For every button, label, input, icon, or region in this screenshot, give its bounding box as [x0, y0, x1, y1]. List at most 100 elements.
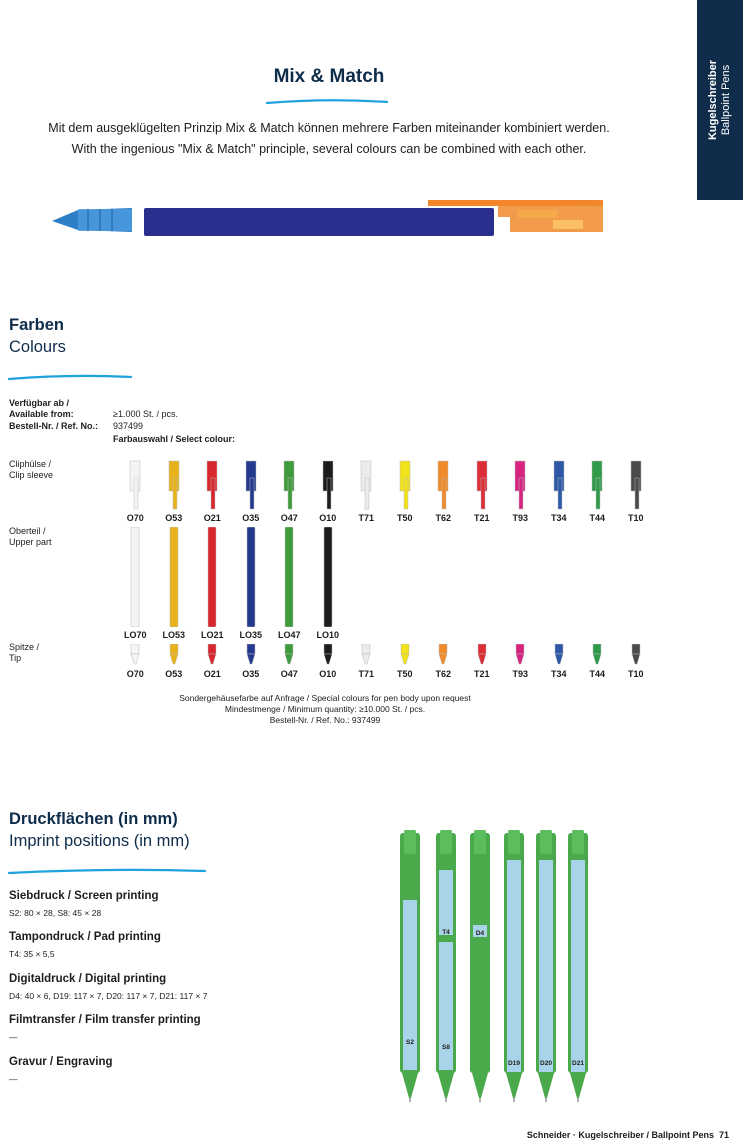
tip-swatch-t44[interactable]: T44 — [578, 644, 617, 679]
upper-row-label: Oberteil / Upper part — [9, 526, 52, 548]
imprint-method-value: S2: 80 × 28, S8: 45 × 28 — [9, 908, 102, 918]
tip-swatch-o70[interactable]: O70 — [116, 644, 155, 679]
clip-swatch-image — [284, 460, 295, 510]
imprint-pen: D21 — [568, 830, 588, 1102]
colour-code: T10 — [627, 513, 644, 523]
colour-code: O10 — [319, 669, 337, 679]
tip-swatch-t21[interactable]: T21 — [463, 644, 502, 679]
tip-swatch-image — [130, 644, 140, 665]
colour-code: T10 — [627, 669, 644, 679]
colour-code: O10 — [319, 513, 337, 523]
clip-swatch-image — [630, 460, 641, 510]
colour-code: O70 — [126, 513, 144, 523]
tip-swatch-image — [361, 644, 371, 665]
clip-swatch-image — [592, 460, 603, 510]
clip-swatch-t62[interactable]: T62 — [424, 460, 463, 523]
clip-swatch-t44[interactable]: T44 — [578, 460, 617, 523]
tip-swatch-t71[interactable]: T71 — [347, 644, 386, 679]
tip-swatch-image — [554, 644, 564, 665]
imprint-method-value: T4: 35 × 5,5 — [9, 949, 55, 959]
clip-swatch-t50[interactable]: T50 — [386, 460, 425, 523]
page-number: 71 — [718, 1130, 729, 1140]
upper-swatch-lo10[interactable]: LO10 — [309, 527, 348, 640]
upper-swatch-lo53[interactable]: LO53 — [155, 527, 194, 640]
imprint-area-label: T4 — [442, 929, 450, 936]
tip-swatch-o35[interactable]: O35 — [232, 644, 271, 679]
available-label-en: Available from: — [9, 409, 74, 419]
clip-swatch-o70[interactable]: O70 — [116, 460, 155, 523]
tip-swatch-t34[interactable]: T34 — [540, 644, 579, 679]
upper-label-en: Upper part — [9, 537, 52, 547]
ref-value: 937499 — [113, 421, 144, 431]
imprint-method: Tampondruck / Pad printing T4: 35 × 5,5 — [9, 931, 161, 959]
colour-code: O21 — [203, 513, 221, 523]
available-label: Verfügbar ab / — [9, 398, 70, 408]
imprint-area-label: D20 — [540, 1060, 552, 1067]
imprint-method-value: — — [9, 1032, 18, 1042]
clip-swatch-image — [322, 460, 333, 510]
clip-swatch-image — [245, 460, 256, 510]
colour-code: O53 — [165, 669, 183, 679]
upper-swatch-image — [323, 527, 332, 627]
tip-row-label: Spitze / Tip — [9, 642, 39, 664]
clip-swatch-o21[interactable]: O21 — [193, 460, 232, 523]
colour-code: T21 — [473, 669, 490, 679]
side-tab-line1: Kugelschreiber — [707, 59, 719, 141]
clip-swatch-o10[interactable]: O10 — [309, 460, 348, 523]
clip-row-label: Cliphülse / Clip sleeve — [9, 459, 53, 481]
tip-swatch-t62[interactable]: T62 — [424, 644, 463, 679]
tip-swatch-o47[interactable]: O47 — [270, 644, 309, 679]
upper-swatch-image — [208, 527, 217, 627]
imprint-method-title: Tampondruck / Pad printing — [9, 931, 161, 943]
colour-code: T62 — [435, 669, 451, 679]
clip-swatch-image — [438, 460, 449, 510]
imprint-method: Gravur / Engraving — — [9, 1056, 113, 1084]
tip-swatch-image — [438, 644, 448, 665]
upper-swatch-lo35[interactable]: LO35 — [232, 527, 271, 640]
side-tab-line2: Ballpoint Pens — [720, 64, 732, 136]
imprint-method-value: — — [9, 1074, 18, 1084]
colour-code: O47 — [280, 669, 298, 679]
tip-swatch-o10[interactable]: O10 — [309, 644, 348, 679]
clip-swatch-o35[interactable]: O35 — [232, 460, 271, 523]
imprint-method-value: D4: 40 × 6, D19: 117 × 7, D20: 117 × 7, … — [9, 991, 208, 1001]
upper-swatch-lo47[interactable]: LO47 — [270, 527, 309, 640]
imprint-heading-en: Imprint positions (in mm) — [9, 832, 190, 850]
colour-code: T50 — [396, 513, 413, 523]
minimum-quantity-note: Mindestmenge / Minimum quantity: ≥10.000… — [224, 704, 426, 714]
colour-code: LO70 — [123, 630, 147, 640]
tip-swatch-t50[interactable]: T50 — [386, 644, 425, 679]
imprint-heading-de: Druckflächen (in mm) — [9, 810, 178, 828]
tip-swatch-t10[interactable]: T10 — [617, 644, 656, 679]
clip-swatch-t10[interactable]: T10 — [617, 460, 656, 523]
upper-swatch-image — [131, 527, 140, 627]
clip-swatch-o47[interactable]: O47 — [270, 460, 309, 523]
mix-match-swoosh — [265, 99, 389, 105]
imprint-method-title: Filmtransfer / Film transfer printing — [9, 1014, 201, 1026]
tip-swatch-o21[interactable]: O21 — [193, 644, 232, 679]
select-colour-label: Farbauswahl / Select colour: — [113, 434, 236, 444]
clip-swatch-o53[interactable]: O53 — [155, 460, 194, 523]
tip-swatch-image — [515, 644, 525, 665]
colour-code: LO35 — [239, 630, 262, 640]
clip-swatch-image — [399, 460, 410, 510]
clip-swatch-t34[interactable]: T34 — [540, 460, 579, 523]
clip-swatch-image — [476, 460, 487, 510]
colour-code: O35 — [242, 513, 260, 523]
clip-swatch-t21[interactable]: T21 — [463, 460, 502, 523]
imprint-method-title: Siebdruck / Screen printing — [9, 890, 159, 902]
clip-swatch-t71[interactable]: T71 — [347, 460, 386, 523]
imprint-pen: S2 — [400, 830, 420, 1102]
clip-swatch-image — [130, 460, 141, 510]
clip-swatch-t93[interactable]: T93 — [501, 460, 540, 523]
ref-label: Bestell-Nr. / Ref. No.: — [9, 421, 99, 431]
tip-swatch-o53[interactable]: O53 — [155, 644, 194, 679]
colour-code: O47 — [280, 513, 298, 523]
upper-swatch-lo21[interactable]: LO21 — [193, 527, 232, 640]
tip-label-de: Spitze / — [9, 642, 40, 652]
tip-swatch-t93[interactable]: T93 — [501, 644, 540, 679]
upper-swatch-lo70[interactable]: LO70 — [116, 527, 155, 640]
colours-heading-en: Colours — [9, 338, 66, 356]
